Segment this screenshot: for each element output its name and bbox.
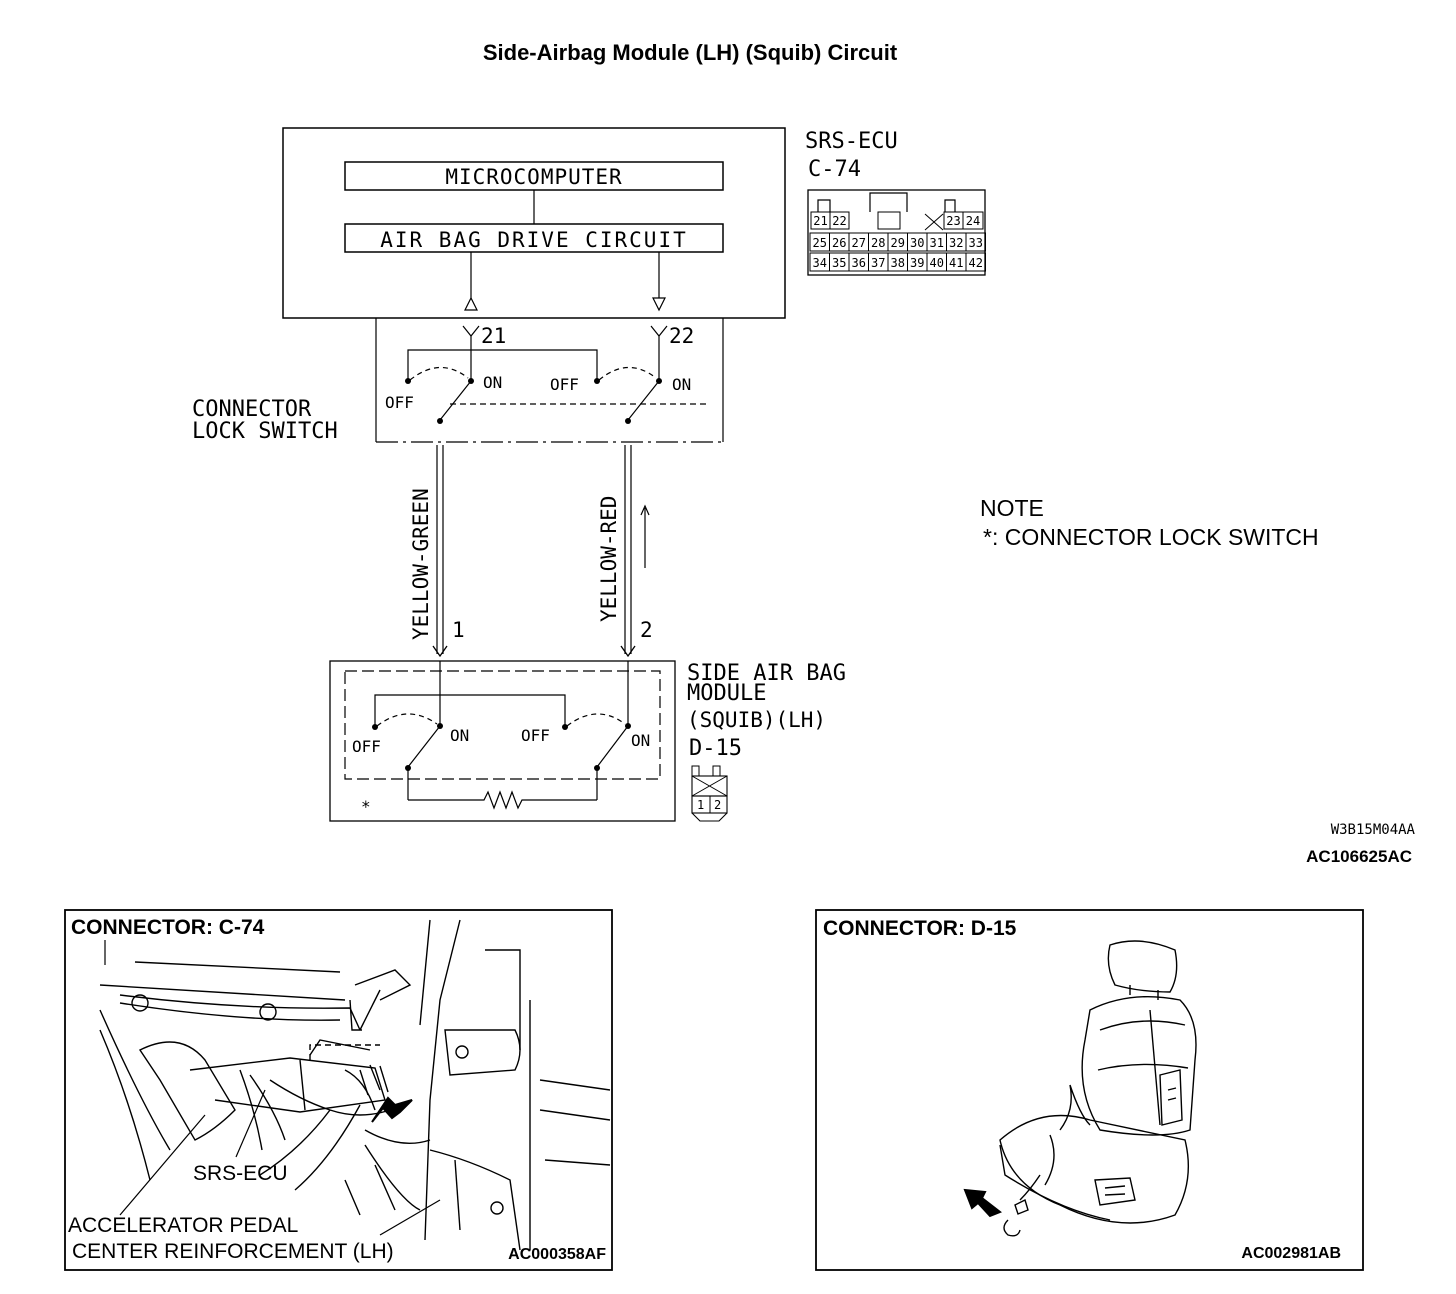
output-triangle-down [652,297,666,312]
switch-off-label: OFF [385,393,414,412]
connector-pin-number: 36 [852,256,866,270]
module-label-line3: (SQUIB)(LH) [687,708,826,732]
connector-pin-number: 29 [891,236,905,250]
connector-pin-number: 32 [949,236,963,250]
connector-pin-number: 34 [813,256,827,270]
connector-pin-cell [962,211,984,230]
connector-pin-number: 27 [852,236,866,250]
connector-pin-number: 31 [930,236,944,250]
note-heading: NOTE [980,495,1044,521]
switch-off-label: OFF [550,375,579,394]
diagram-code: W3B15M04AA [1331,822,1416,838]
connector-pin-cell [965,232,986,252]
switch-on-label: ON [450,726,469,745]
connector-pin-cell [829,211,850,230]
lock-switch-star: * [361,797,371,816]
connector-pin-number: 41 [949,256,963,270]
connector-c74-face: 21 22 23 24 25 26 27 28 29 30 31 32 33 34 35 36 37 38 39… [807,189,986,276]
panel-left-title: CONNECTOR: C-74 [71,916,265,939]
output-triangle-up [464,296,478,311]
connector-arrow-icon [963,1188,1002,1218]
switch-on-label: ON [483,373,502,392]
switch-on-label: ON [672,375,691,394]
connector-pin-number: 42 [969,256,983,270]
module-connector-id: D-15 [689,736,742,761]
connector-pin-number: 37 [871,256,885,270]
pin-22-label: 22 [669,324,694,348]
module-label-line1: SIDE AIR BAG [687,661,846,686]
ecu-connector-id: C-74 [808,157,861,182]
connector-d15-panel [815,909,1364,1271]
connector-d15-face [691,765,728,822]
connector-pin-number: 40 [930,256,944,270]
module-label-line2: MODULE [687,681,766,706]
connector-pin-number: 30 [910,236,924,250]
side-airbag-module-box [329,660,676,822]
connector-pin-number: 35 [832,256,846,270]
switch-off-label: OFF [521,726,550,745]
panel-left-label-srs-ecu: SRS-ECU [193,1162,288,1185]
connector-pin-number: 26 [832,236,846,250]
drive-circuit-label: AIR BAG DRIVE CIRCUIT [380,228,688,252]
switch-on-label: ON [631,731,650,750]
wire-color-yellow-green: YELLOW-GREEN [409,488,433,640]
connector-pin-cell [965,252,986,272]
connector-pin-number: 21 [813,214,827,228]
connector-pin-number: 33 [969,236,983,250]
seat-illustration [999,940,1197,1237]
pin-21-label: 21 [481,324,506,348]
dashboard-illustration [99,919,611,1251]
connector-pin-number: 39 [910,256,924,270]
srs-ecu-box: MICROCOMPUTER AIR BAG DRIVE CIRCUIT [282,127,786,319]
connector-pin-number: 25 [813,236,827,250]
module-pin-2-label: 2 [640,618,653,642]
note-text: *: CONNECTOR LOCK SWITCH [983,524,1319,550]
harness-wires [432,445,650,658]
page-title: Side-Airbag Module (LH) (Squib) Circuit [483,40,898,65]
module-pin-1-label: 1 [452,618,465,642]
panel-right-title: CONNECTOR: D-15 [823,917,1017,940]
connector-pin-number: 24 [966,214,980,228]
lock-switch-label-line1: CONNECTOR [192,397,312,422]
panel-left-label-reinforcement-1: ACCELERATOR PEDAL [68,1214,298,1237]
drive-circuit-block [344,223,724,253]
wire-color-yellow-red: YELLOW-RED [597,496,621,622]
figure-code: AC106625AC [1306,847,1412,866]
connector-lock-switch-ecu [375,318,724,443]
microcomputer-label: MICROCOMPUTER [445,165,622,189]
panel-right-code: AC002981AB [1241,1245,1341,1262]
panel-left-code: AC000358AF [508,1246,606,1263]
d15-pin-2: 2 [714,798,721,812]
d15-pin-1: 1 [697,798,704,812]
connector-pin-number: 22 [832,214,846,228]
lock-switch-label-line2: LOCK SWITCH [192,419,338,444]
panel-left-label-reinforcement-2: CENTER REINFORCEMENT (LH) [72,1240,394,1263]
connector-pin-number: 38 [891,256,905,270]
ecu-name: SRS-ECU [805,129,898,154]
connector-arrow-icon [371,1096,413,1123]
connector-pin-number: 23 [946,214,960,228]
squib-resistor [408,790,597,810]
connector-c74-panel [64,909,613,1271]
connector-pin-number: 28 [871,236,885,250]
switch-off-label: OFF [352,737,381,756]
